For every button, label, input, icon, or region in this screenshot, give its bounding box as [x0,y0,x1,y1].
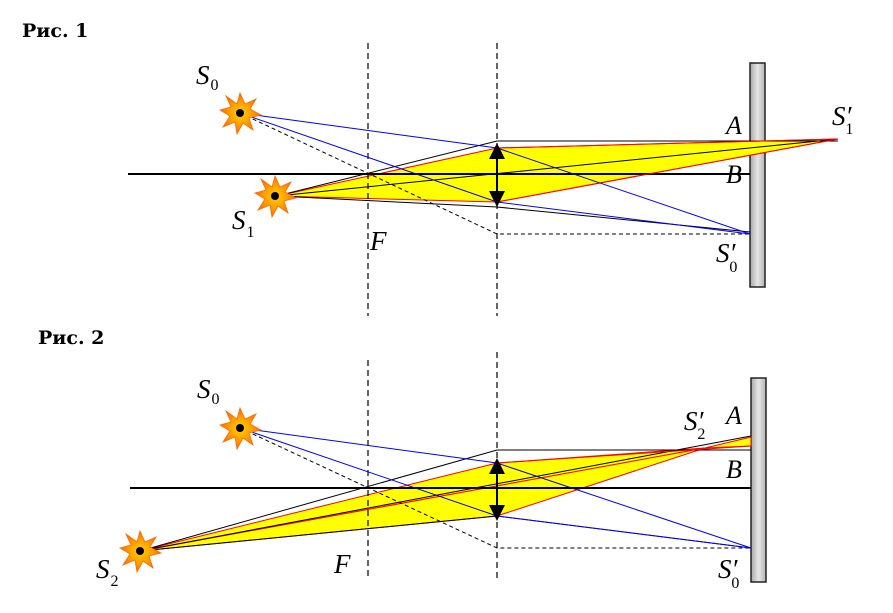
label-s2: S2 [96,554,119,590]
label-s2-image: S′2 [684,406,705,443]
ray-black [139,449,751,552]
label-a: A [724,401,742,430]
label-b: B [726,455,742,484]
ray-black [276,140,838,197]
figure-2: Рис. 2 S0 [38,327,767,592]
label-s1: S1 [232,205,255,241]
ray-black [139,435,752,552]
label-s0-image: S′0 [718,554,739,592]
star-burst-icon [253,174,298,219]
label-b: B [726,160,742,189]
label-a: A [724,111,742,140]
screen [750,377,767,583]
ray-black [276,195,751,233]
figure-1: Рис. 1 S0 S1 [22,20,853,316]
ray-red [496,138,839,149]
screen [749,62,766,288]
label-f: F [333,549,351,579]
label-s0-image: S′0 [716,238,737,276]
label-s0: S0 [196,60,219,94]
label-f: F [369,226,387,256]
ray-dashed [239,427,751,549]
figure-title: Рис. 2 [38,327,104,349]
star-burst-icon [218,406,263,451]
figure-title: Рис. 1 [22,20,88,42]
label-s0: S0 [197,374,220,408]
label-s1-image: S′1 [832,101,853,138]
star-burst-icon [218,91,263,136]
ray-red [496,138,839,203]
ray-black [276,138,839,197]
star-burst-icon [118,529,163,574]
light-beam [704,436,752,449]
ray-dashed [239,112,750,235]
ray-red [496,445,752,464]
